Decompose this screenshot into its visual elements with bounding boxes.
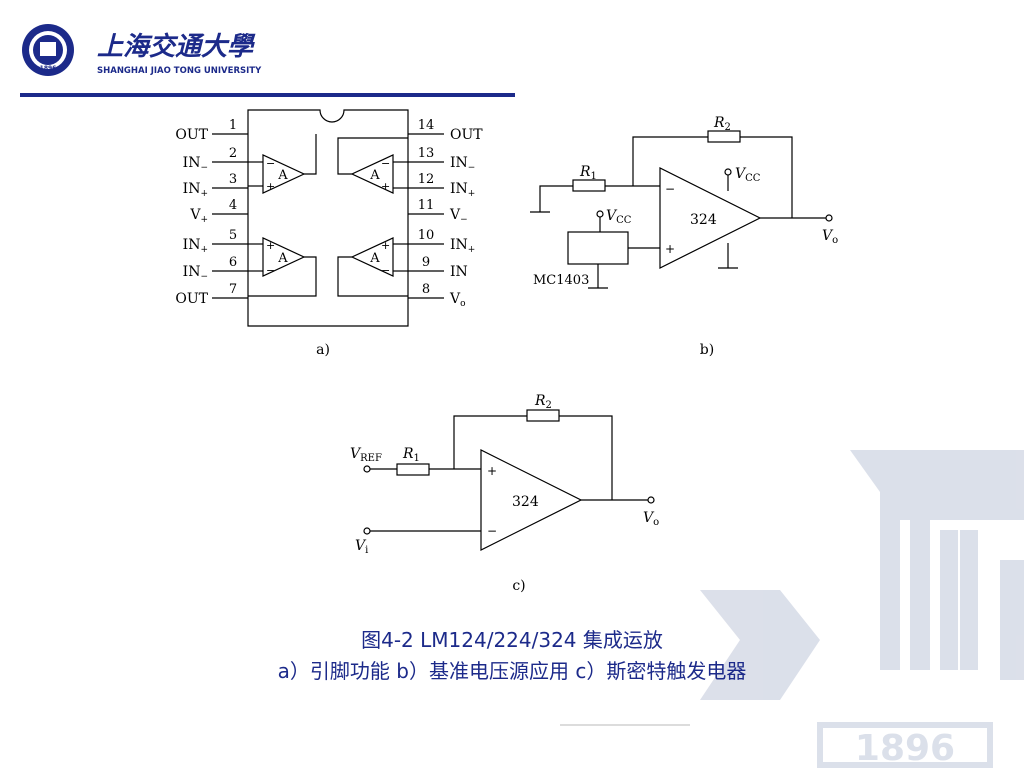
pin-number: 12 xyxy=(418,172,435,187)
svg-text:Vi: Vi xyxy=(355,538,368,556)
resistor-r1-c xyxy=(396,463,430,476)
pin-number: 9 xyxy=(422,255,430,270)
pin-number: 3 xyxy=(229,172,237,187)
pin-name: IN+ xyxy=(450,237,475,255)
pin-number: 2 xyxy=(229,146,237,161)
pin-number: 8 xyxy=(422,282,430,297)
svg-text:+: + xyxy=(266,239,275,252)
pin-name: V− xyxy=(449,207,468,225)
svg-text:−: − xyxy=(266,264,275,277)
pin-name: IN+ xyxy=(183,237,208,255)
resistor-r2-c xyxy=(526,409,560,422)
university-logo: 1896 上海交通大學 SHANGHAI JIAO TONG UNIVERSIT… xyxy=(22,24,262,76)
diagram-c-circuit xyxy=(363,409,655,551)
resistor-r1-b xyxy=(572,179,606,192)
diagram-c-label: c) xyxy=(512,578,525,594)
pin-number: 4 xyxy=(229,198,237,213)
svg-text:−: − xyxy=(487,524,497,538)
opamp-a1 xyxy=(262,154,306,194)
pin-name: V+ xyxy=(189,207,208,225)
svg-text:+: + xyxy=(381,180,390,193)
ic-package xyxy=(247,109,409,327)
svg-text:−: − xyxy=(665,182,675,196)
pin-number: 1 xyxy=(229,118,237,133)
svg-text:−: − xyxy=(381,264,390,277)
watermark-year: 1896 xyxy=(855,728,955,768)
pin-name: IN xyxy=(450,264,468,280)
svg-text:Vo: Vo xyxy=(822,228,838,246)
pin-name: IN− xyxy=(183,155,208,173)
diagram-a-labels: 1OUT2IN−3IN+4V+5IN+6IN−7OUT14OUT13IN−12I… xyxy=(175,118,483,309)
figure-caption-title: 图4-2 LM124/224/324 集成运放 xyxy=(361,628,663,652)
opamp-a4 xyxy=(350,237,394,277)
diagram-c-labels: VREF R1 R2 324 + − Vo Vi xyxy=(350,393,659,556)
svg-text:R1: R1 xyxy=(402,446,420,464)
diagram-b-labels: R1 R2 VCC VCC 324 − + Vo MC1403 xyxy=(533,115,838,288)
svg-text:VCC: VCC xyxy=(735,166,761,184)
pin-name: IN+ xyxy=(183,181,208,199)
svg-text:−: − xyxy=(381,157,390,170)
svg-text:R2: R2 xyxy=(534,393,552,411)
svg-text:−: − xyxy=(266,157,275,170)
svg-text:VREF: VREF xyxy=(350,446,382,464)
pin-number: 13 xyxy=(418,146,435,161)
pin-name: OUT xyxy=(175,127,208,143)
opamp-b xyxy=(659,167,762,269)
svg-text:R2: R2 xyxy=(713,115,731,133)
output-terminal-c xyxy=(647,496,655,504)
diagram-a-pinout xyxy=(212,109,444,327)
svg-text:+: + xyxy=(487,464,497,478)
opamp-c xyxy=(480,449,583,551)
logo-chinese-name: 上海交通大學 xyxy=(97,32,256,62)
svg-text:VCC: VCC xyxy=(606,208,632,226)
svg-text:+: + xyxy=(266,180,275,193)
pin-name: IN+ xyxy=(450,181,475,199)
opamp-label: A xyxy=(369,168,380,183)
seal-year: 1896 xyxy=(40,65,57,72)
opamp-b-label: 324 xyxy=(690,212,717,228)
diagram-a-amp-signs: − + + − − + + − xyxy=(266,157,390,277)
pin-name: Vo xyxy=(449,291,466,309)
pin-name: IN− xyxy=(450,155,475,173)
opamp-a2 xyxy=(262,237,306,277)
pin-name: IN− xyxy=(183,264,208,282)
opamp-a3 xyxy=(350,154,394,194)
pin-number: 14 xyxy=(418,118,435,133)
diagram-a-label: a) xyxy=(316,342,330,358)
svg-text:+: + xyxy=(665,242,675,256)
opamp-label: A xyxy=(277,168,288,183)
diagram-b-label: b) xyxy=(700,342,714,358)
logo-english-name: SHANGHAI JIAO TONG UNIVERSITY xyxy=(97,66,262,76)
pin-name: OUT xyxy=(175,291,208,307)
figure-caption-subtitle: a）引脚功能 b）基准电压源应用 c）斯密特触发电器 xyxy=(277,659,747,683)
svg-text:Vo: Vo xyxy=(643,510,659,528)
output-terminal-b xyxy=(825,214,833,222)
watermark-seal: 1896 xyxy=(700,450,1024,768)
mc1403-chip xyxy=(567,231,629,265)
diagram-b-circuit xyxy=(530,130,833,289)
opamp-c-label: 324 xyxy=(512,494,539,510)
pin-number: 6 xyxy=(229,255,237,270)
pin-number: 7 xyxy=(229,282,237,297)
pin-number: 11 xyxy=(418,198,435,213)
pin-number: 5 xyxy=(229,228,237,243)
pin-name: OUT xyxy=(450,127,483,143)
mc1403-label: MC1403 xyxy=(533,273,589,288)
opamp-label: A xyxy=(369,251,380,266)
svg-text:R1: R1 xyxy=(579,164,597,182)
svg-text:+: + xyxy=(381,239,390,252)
pin-number: 10 xyxy=(418,228,435,243)
opamp-label: A xyxy=(277,251,288,266)
